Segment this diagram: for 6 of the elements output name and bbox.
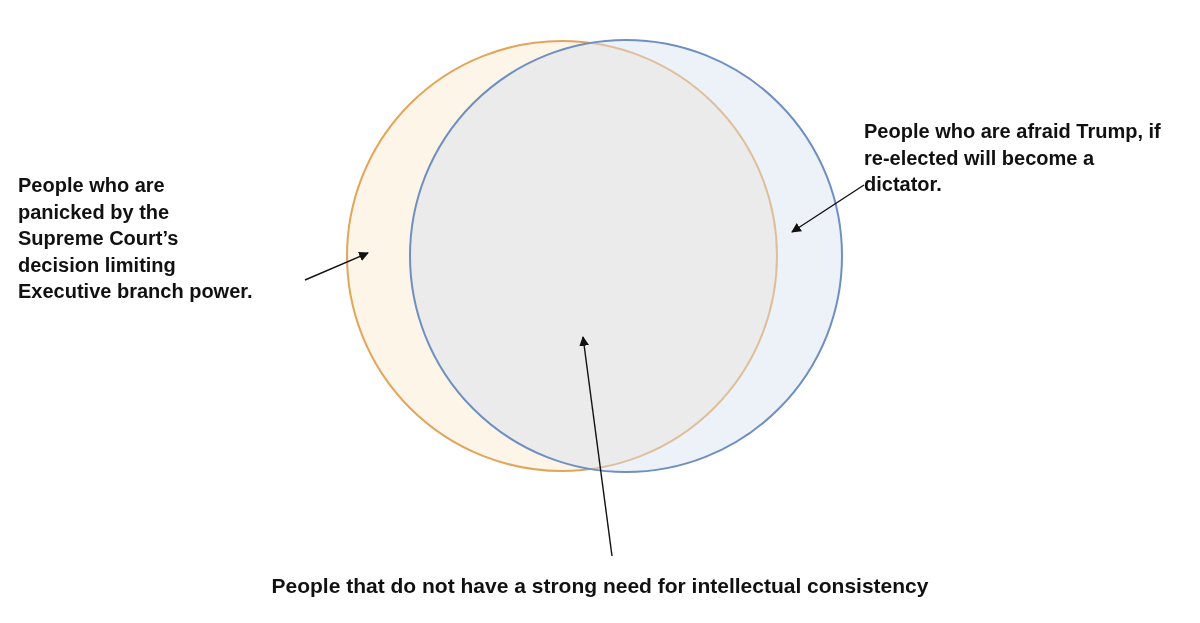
- leader-line: [579, 336, 613, 557]
- annotation-text: People who are panicked by the Supreme Court’s decision limiting Executive branch power.: [18, 172, 305, 305]
- leader-line: [791, 184, 865, 233]
- annotation-text: People that do not have a strong need for intellectual consistency: [120, 556, 1080, 600]
- annotation-text: People who are afraid Trump, if re-elected will become a dictator.: [864, 118, 1164, 198]
- leader-line: [304, 251, 369, 281]
